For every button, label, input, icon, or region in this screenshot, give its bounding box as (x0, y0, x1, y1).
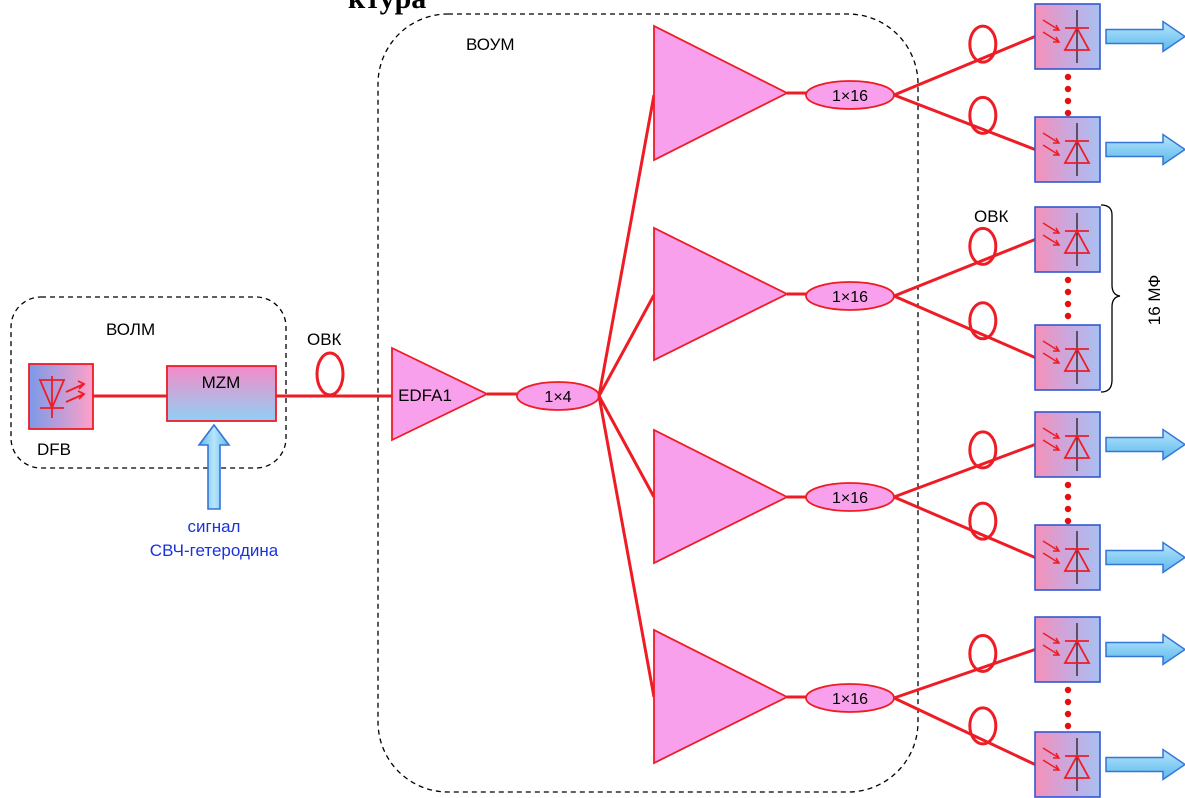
photodetector (1034, 324, 1101, 391)
photodetector (1034, 3, 1101, 70)
splitter-1x16-label-4: 1×16 (832, 691, 868, 708)
photodiode-icon (1042, 418, 1091, 471)
input-arrow-icon (197, 423, 231, 510)
photodiode-icon (1042, 623, 1091, 676)
output-fiber (893, 648, 1036, 700)
fanout-1x4 (597, 94, 656, 698)
photodiode-icon (1042, 213, 1091, 266)
ellipsis-dot (1064, 722, 1072, 730)
ellipsis-dot (1064, 73, 1072, 81)
fiber-coil-icon (968, 301, 998, 341)
branch-4: 1×16 (653, 628, 895, 765)
amplifier-4 (653, 628, 790, 765)
ellipsis-dot (1064, 505, 1072, 513)
output-arrow-icon (1105, 428, 1185, 461)
output-arrow-icon (1105, 20, 1185, 53)
splitter-1x16-label-3: 1×16 (832, 490, 868, 507)
mzm-modulator (166, 365, 277, 422)
ellipsis-dot (1064, 300, 1072, 308)
photodiode-icon (1042, 738, 1091, 791)
fiber-coil-icon (315, 351, 345, 397)
branch-1: 1×16 (653, 24, 895, 162)
title-fragment: ктура (348, 0, 426, 15)
output-arrow-icon (1105, 541, 1185, 574)
photodetector (1034, 524, 1101, 591)
volm-module-border (10, 296, 287, 469)
dfb-label: DFB (37, 440, 71, 459)
output-fiber (893, 294, 1036, 359)
photodetector (1034, 616, 1101, 683)
fiber-coil-icon (968, 706, 998, 746)
output-arrow-icon (1105, 133, 1185, 166)
output-fiber (893, 93, 1036, 151)
ellipsis-dot (1064, 686, 1072, 694)
fiber-coil-icon (968, 501, 998, 541)
signal-caption-line2: СВЧ-гетеродина (150, 541, 279, 560)
ellipsis-dot (1064, 493, 1072, 501)
signal-caption-line1: сигнал (188, 517, 241, 536)
volm-label: ВОЛМ (106, 320, 155, 339)
ellipsis-dot (1064, 698, 1072, 706)
ellipsis-dot (1064, 710, 1072, 718)
amplifier-1 (653, 24, 790, 162)
photodiode-icon (1042, 331, 1091, 384)
splitter-1x4-label: 1×4 (544, 389, 571, 406)
voum-label: ВОУМ (466, 35, 515, 54)
mzm-label: MZM (202, 373, 241, 392)
photodetector (1034, 731, 1101, 798)
edfa-amplifier (391, 346, 490, 442)
output-fiber (893, 495, 1036, 559)
output-fiber (893, 35, 1036, 97)
bracket-label: 16 МФ (1145, 275, 1164, 326)
ellipsis-dot (1064, 481, 1072, 489)
output-arrow-icon (1105, 748, 1185, 781)
ellipsis-dot (1064, 85, 1072, 93)
ovk-group-label: ОВК (974, 207, 1009, 226)
dfb-laser (28, 363, 94, 430)
photodiode-icon (1042, 123, 1091, 176)
amplifier-3 (653, 428, 790, 565)
fiber-coil-icon (968, 633, 998, 673)
edfa-label: EDFA1 (398, 386, 452, 405)
ellipsis-dot (1064, 517, 1072, 525)
photodetector (1034, 206, 1101, 273)
ellipsis-dot (1064, 312, 1072, 320)
splitter-1x16-label-1: 1×16 (832, 88, 868, 105)
bracket-16mf (1100, 204, 1121, 393)
fiber-coil-icon (968, 430, 998, 470)
laser-diode-icon (38, 376, 86, 418)
output-arrow-icon (1105, 633, 1185, 666)
splitter-1x16-label-2: 1×16 (832, 289, 868, 306)
fiber-coil-icon (968, 95, 998, 135)
ellipsis-dot (1064, 109, 1072, 117)
amplifier-2 (653, 226, 790, 362)
ellipsis-dot (1064, 97, 1072, 105)
fiber-coil-icon (968, 226, 998, 266)
photodetector (1034, 116, 1101, 183)
output-fiber (893, 443, 1036, 499)
photodetector (1034, 411, 1101, 478)
fiber-coil-icon (968, 24, 998, 64)
ellipsis-dot (1064, 276, 1072, 284)
branch-3: 1×16 (653, 428, 895, 565)
ovk-input-label: ОВК (307, 330, 342, 349)
branch-2: 1×16 (653, 226, 895, 362)
outputs-group (893, 3, 1185, 798)
voum-module-border (377, 13, 919, 793)
output-fiber (893, 696, 1036, 766)
output-fiber (893, 238, 1036, 298)
photodiode-icon (1042, 10, 1091, 63)
photodiode-icon (1042, 531, 1091, 584)
ellipsis-dot (1064, 288, 1072, 296)
